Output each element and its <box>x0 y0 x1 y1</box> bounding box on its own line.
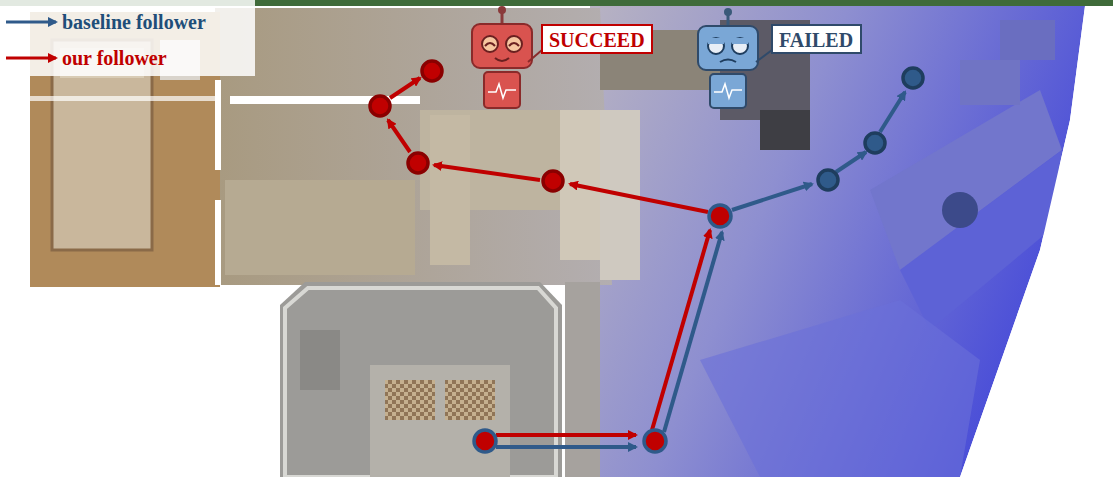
baseline-path <box>496 92 905 447</box>
legend-arrow <box>6 21 56 24</box>
status-box: SUCCEED <box>541 24 653 54</box>
leader-line <box>528 50 542 62</box>
leader-line <box>756 50 772 62</box>
status-label: FAILED <box>779 28 854 52</box>
waypoints <box>370 61 923 452</box>
legend-label: baseline follower <box>62 10 206 34</box>
legend-arrow <box>6 57 56 60</box>
sad-robot <box>698 8 772 108</box>
happy-robot <box>472 6 542 108</box>
legend-label: our follower <box>62 46 167 70</box>
our-path <box>388 78 710 435</box>
status-label: SUCCEED <box>549 28 645 52</box>
status-box: FAILED <box>771 24 862 54</box>
